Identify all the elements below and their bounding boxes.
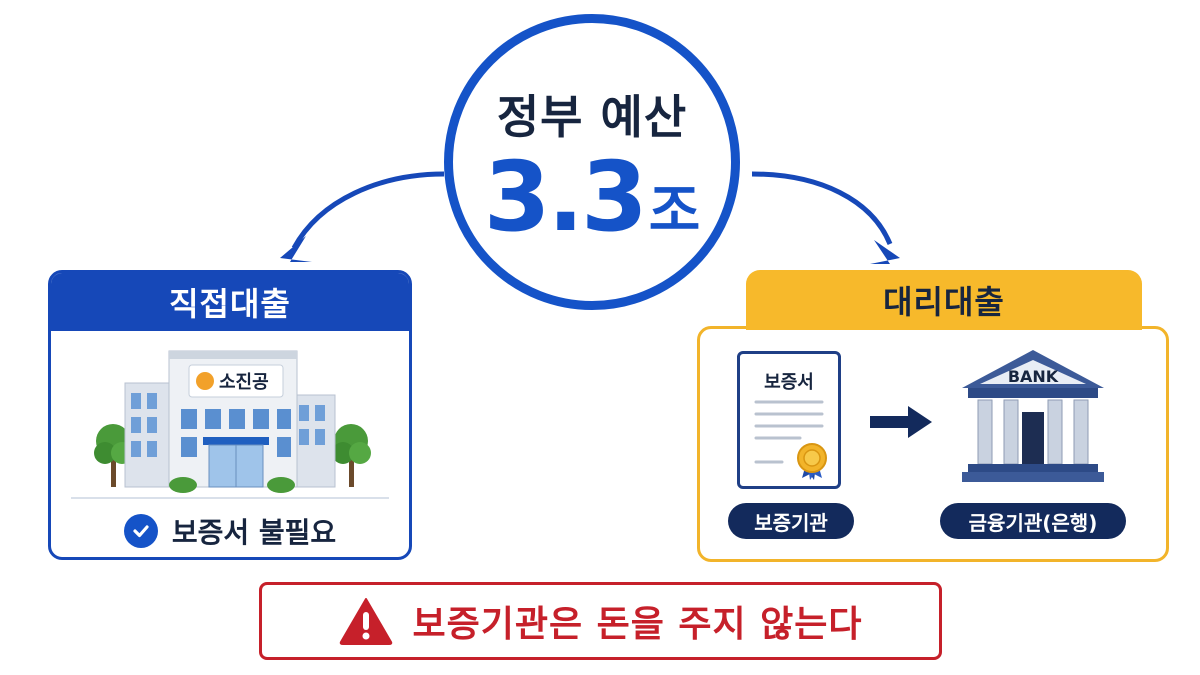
arrow-to-direct — [291, 171, 445, 250]
warning-text: 보증기관은 돈을 주지 않는다 — [412, 604, 863, 645]
arrow-to-agency — [751, 171, 893, 245]
warning-icon — [340, 598, 393, 645]
direct-loan-note: 보증서 불필요 — [171, 516, 337, 549]
direct-loan-panel: 직접대출 소진공 — [48, 270, 412, 560]
agency-loan-header: 대리대출 — [746, 270, 1142, 330]
arrow-to-agency-head — [870, 240, 900, 264]
direct-loan-title: 직접대출 — [169, 285, 291, 323]
certificate-icon: 보증서 — [737, 351, 841, 489]
certificate-lines — [754, 400, 827, 480]
budget-title: 정부 예산 — [496, 90, 688, 144]
warning-box: 보증기관은 돈을 주지 않는다 — [259, 582, 942, 660]
building-icon: 소진공 — [94, 350, 371, 493]
agency-sign: 소진공 — [219, 372, 269, 393]
direct-loan-divider — [71, 497, 389, 499]
budget-unit: 조 — [648, 179, 701, 244]
check-icon — [123, 514, 158, 548]
bank-icon: BANK — [962, 350, 1104, 482]
budget-circle: 정부 예산 3.3 조 — [444, 14, 740, 310]
budget-amount-row: 3.3 조 — [484, 141, 701, 253]
certificate-label: 보증서 — [764, 372, 814, 393]
direct-loan-footer: 보증서 불필요 — [51, 505, 409, 557]
bank-label: 금융기관(은행) — [940, 503, 1126, 539]
agency-loan-title: 대리대출 — [883, 283, 1005, 321]
arrow-right-icon — [870, 406, 932, 438]
arrow-to-direct-head — [280, 236, 312, 262]
seal-icon — [797, 443, 827, 480]
direct-loan-header: 직접대출 — [51, 273, 409, 331]
budget-amount: 3.3 — [483, 141, 648, 253]
guarantor-label: 보증기관 — [728, 503, 854, 539]
bank-sign: BANK — [1008, 367, 1059, 386]
